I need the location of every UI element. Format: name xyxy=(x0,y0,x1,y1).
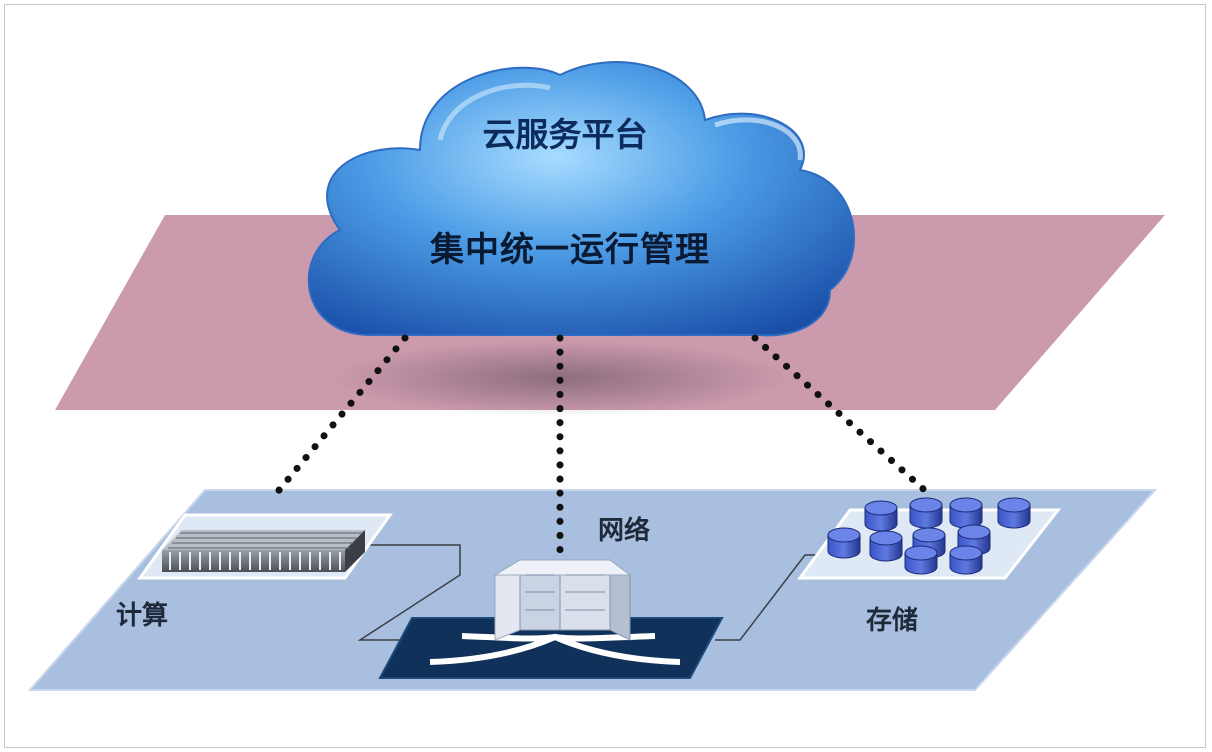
connector-compute xyxy=(271,334,409,499)
connector-storage xyxy=(751,334,934,499)
storage-array-icon xyxy=(797,497,1062,580)
cloud-subtitle: 集中统一运行管理 xyxy=(430,230,710,270)
network-label: 网络 xyxy=(598,516,651,546)
network-switch-icon xyxy=(378,559,724,679)
cable-compute-network xyxy=(357,544,461,641)
diagram-frame xyxy=(4,4,1206,748)
compute-label: 计算 xyxy=(116,601,169,631)
storage-label: 存储 xyxy=(866,606,919,636)
cloud-icon xyxy=(307,61,855,337)
cloud-title: 云服务平台 xyxy=(482,115,648,154)
server-rack-icon xyxy=(137,513,393,580)
